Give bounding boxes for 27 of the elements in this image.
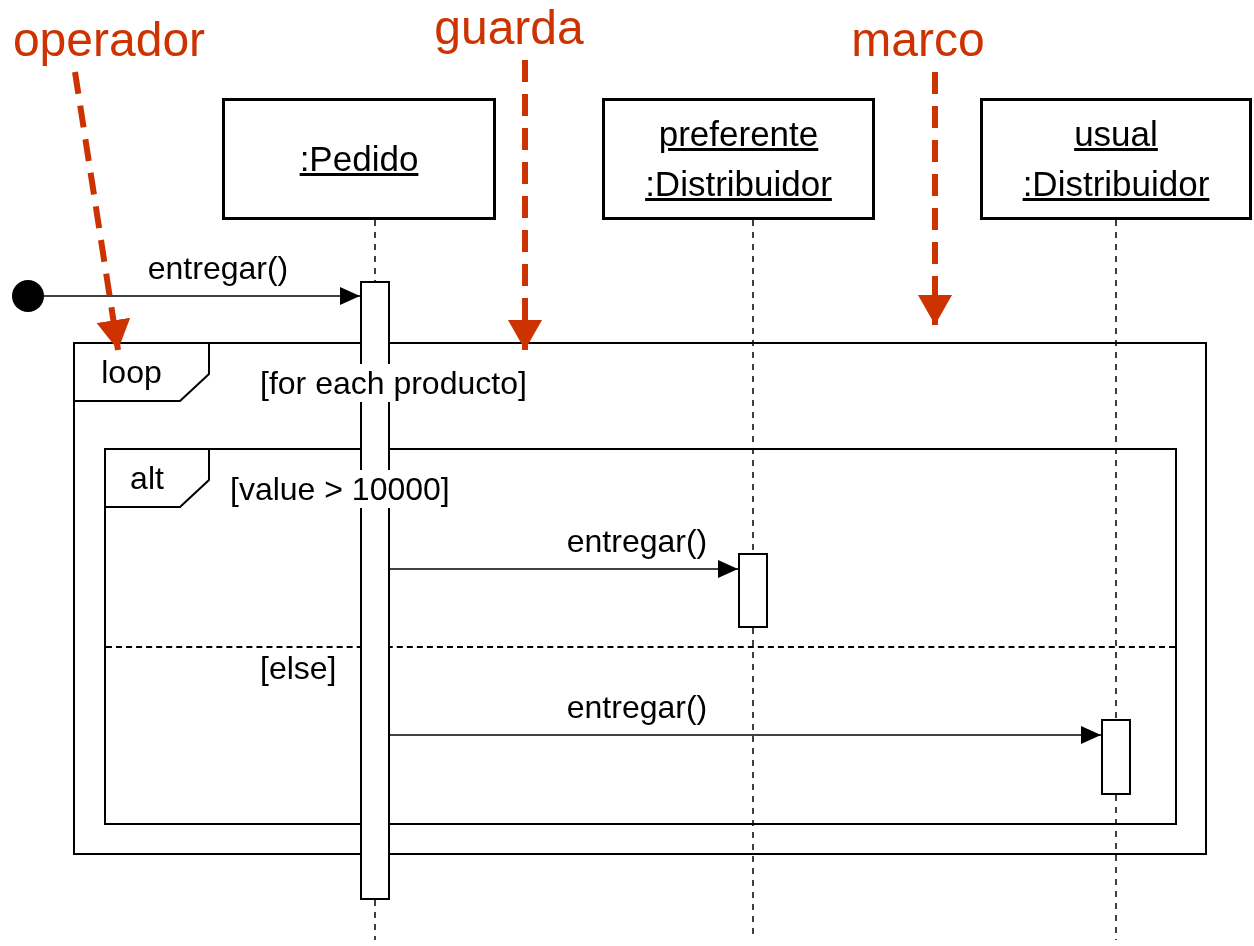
guard-condition: [for each producto]	[260, 364, 527, 402]
leader-arrow	[508, 60, 542, 350]
message-arrow	[389, 726, 1102, 744]
object-name: usual :Distribuidor	[1021, 113, 1211, 205]
leader-arrow	[72, 71, 131, 351]
annotation-label: marco	[840, 12, 996, 68]
initial-dot	[12, 280, 44, 312]
object-name: :Pedido	[299, 138, 419, 180]
message-label: entregar()	[566, 523, 708, 559]
message-arrow	[43, 287, 361, 305]
message-arrow	[389, 560, 739, 578]
activation-bar	[1101, 719, 1131, 795]
lifeline	[1115, 219, 1117, 720]
message-label: entregar()	[566, 689, 708, 725]
leader-arrow	[918, 72, 952, 325]
lifeline-head	[222, 98, 496, 220]
lifeline-head	[602, 98, 875, 220]
annotation-label: operador	[0, 12, 218, 68]
operator-tag: loop	[73, 342, 210, 402]
lifeline	[374, 219, 376, 282]
activation-bar	[738, 553, 768, 628]
operator-tag: alt	[104, 448, 210, 508]
object-name: preferente :Distribuidor	[644, 113, 833, 205]
lifeline-head	[980, 98, 1252, 220]
guard-condition: [value > 10000]	[230, 470, 450, 508]
message-label: entregar()	[147, 250, 289, 286]
annotation-label: guarda	[424, 0, 594, 56]
